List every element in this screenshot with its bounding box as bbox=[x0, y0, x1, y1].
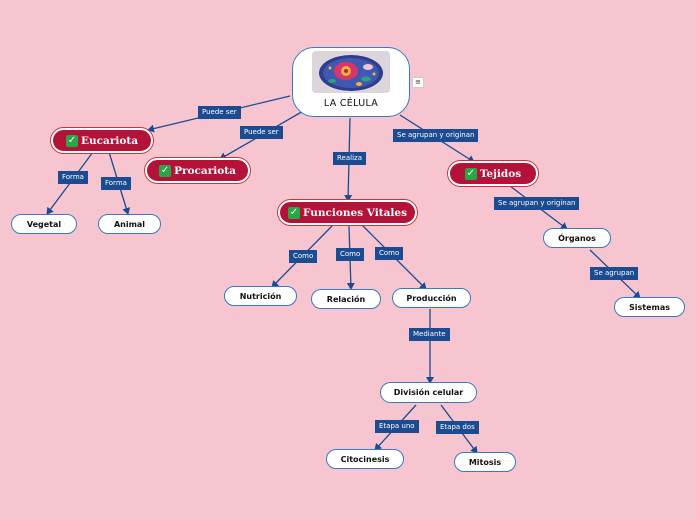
node-mitosis[interactable]: Mitosis bbox=[454, 452, 516, 472]
node-eucariota[interactable]: ✓ Eucariota bbox=[51, 128, 153, 153]
cell-illustration-icon bbox=[312, 51, 390, 93]
edge-label-forma: Forma bbox=[101, 177, 131, 190]
node-division-celular[interactable]: División celular bbox=[380, 382, 477, 403]
node-label: Tejidos bbox=[479, 167, 522, 180]
edge-label-etapa-dos: Etapa dos bbox=[436, 421, 479, 434]
node-label: Procariota bbox=[174, 164, 236, 177]
edge-label-se-agrupan: Se agrupan bbox=[590, 267, 639, 280]
node-animal[interactable]: Animal bbox=[98, 214, 161, 234]
edge-label-se-agrupan-y-originan: Se agrupan y originan bbox=[393, 129, 479, 142]
edge-label-forma: Forma bbox=[58, 171, 88, 184]
node-citocinesis[interactable]: Citocinesis bbox=[326, 449, 404, 469]
edge-label-como: Como bbox=[336, 248, 365, 261]
check-icon: ✓ bbox=[65, 134, 78, 147]
check-icon: ✓ bbox=[159, 164, 172, 177]
root-title: LA CÉLULA bbox=[323, 98, 379, 109]
node-label: Eucariota bbox=[80, 134, 138, 147]
node-vegetal[interactable]: Vegetal bbox=[11, 214, 77, 234]
check-icon: ✓ bbox=[464, 167, 477, 180]
edge-label-etapa-uno: Etapa uno bbox=[375, 420, 419, 433]
edge-label-puede-ser: Puede ser bbox=[240, 126, 283, 139]
root-node[interactable]: LA CÉLULA bbox=[292, 47, 410, 117]
node-funciones-vitales[interactable]: ✓ Funciones Vitales bbox=[278, 200, 417, 225]
cell-image bbox=[312, 51, 390, 93]
edge-label-como: Como bbox=[375, 247, 404, 260]
edge-label-se-agrupan-y-originan: Se agrupan y originan bbox=[494, 197, 580, 210]
edge-label-como: Como bbox=[289, 250, 318, 263]
node-procariota[interactable]: ✓ Procariota bbox=[145, 158, 250, 183]
node-label: Funciones Vitales bbox=[303, 206, 407, 219]
node-relacion[interactable]: Relación bbox=[311, 289, 381, 309]
node-organos[interactable]: Órganos bbox=[543, 228, 611, 248]
menu-icon[interactable]: ≡ bbox=[412, 77, 424, 88]
edge-label-mediante: Mediante bbox=[409, 328, 450, 341]
node-nutricion[interactable]: Nutrición bbox=[224, 286, 297, 306]
edge-label-realiza: Realiza bbox=[333, 152, 366, 165]
node-tejidos[interactable]: ✓ Tejidos bbox=[448, 161, 538, 186]
node-produccion[interactable]: Producción bbox=[392, 288, 471, 308]
edge-label-puede-ser: Puede ser bbox=[198, 106, 241, 119]
node-sistemas[interactable]: Sistemas bbox=[614, 297, 685, 317]
check-icon: ✓ bbox=[288, 206, 300, 219]
